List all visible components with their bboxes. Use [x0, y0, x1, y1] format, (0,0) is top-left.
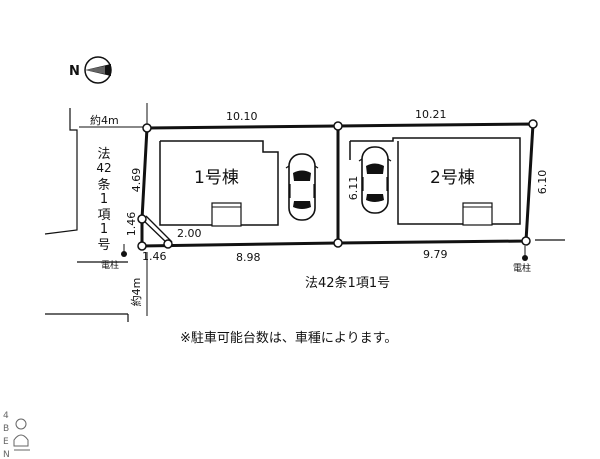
survey-point	[163, 239, 173, 249]
front-road-label: 法42条1項1号	[305, 275, 390, 291]
building-1	[159, 140, 279, 227]
side-road-char: 項	[97, 208, 110, 223]
logo-char: 4	[3, 411, 9, 421]
survey-points	[137, 119, 538, 251]
dim-bottom-right: 9.79	[423, 248, 448, 261]
survey-point	[333, 121, 343, 131]
dim-right-side: 6.10	[536, 170, 549, 195]
side-road-char: 号	[97, 238, 110, 253]
dim-bottom-left: 8.98	[236, 251, 261, 264]
side-road-label: 法 42 条 1 項 1 号	[96, 147, 111, 253]
compass-needle-icon	[85, 64, 111, 76]
upper-road-width: 約4m	[90, 113, 119, 127]
car-icon	[285, 153, 319, 221]
dim-top-right: 10.21	[415, 108, 447, 121]
building-2-entrance	[462, 202, 493, 226]
car-icon	[358, 146, 392, 214]
survey-point	[137, 241, 147, 251]
building-2-outline	[350, 137, 521, 225]
survey-point	[137, 214, 147, 224]
building-2-label: 2号棟	[430, 168, 475, 188]
side-road-char: 法	[97, 147, 110, 162]
dim-corner-diagonal: 2.00	[177, 227, 202, 240]
corner-cut	[141, 215, 173, 245]
dim-left-side: 4.69	[130, 168, 143, 193]
compass: N	[69, 56, 112, 84]
logo-char: N	[3, 450, 10, 459]
building-2	[349, 137, 521, 226]
dim-corner-bottom: 1.46	[142, 250, 167, 263]
logo-char: E	[3, 437, 9, 447]
dim-top-left: 10.10	[226, 110, 258, 123]
logo-mark-icon	[13, 434, 29, 447]
survey-point	[333, 238, 343, 248]
survey-point	[521, 236, 531, 246]
survey-point	[142, 123, 152, 133]
side-road-char: 42	[96, 161, 111, 175]
building-1-outline	[159, 140, 279, 226]
lower-road-width: 約4m	[129, 278, 143, 307]
side-road-edge	[44, 108, 78, 235]
side-road-char: 条	[97, 177, 110, 193]
side-road-char: 1	[100, 222, 108, 237]
pole-label-left: 電柱	[101, 259, 119, 271]
side-road-char: 1	[100, 192, 108, 207]
parking-note: ※駐車可能台数は、車種によります。	[180, 330, 397, 346]
corner-cut-diagonal-b	[145, 215, 173, 243]
building-1-entrance	[211, 202, 242, 227]
dim-middle: 6.11	[347, 176, 360, 201]
dim-left-lower: 1.46	[125, 212, 138, 237]
utility-pole-icon	[522, 246, 528, 261]
survey-point	[528, 119, 538, 129]
corner-cut-diagonal-a	[141, 218, 169, 245]
compass-north-label: N	[69, 64, 80, 79]
building-1-label: 1号棟	[194, 168, 239, 188]
side-road	[44, 108, 565, 322]
utility-pole-icon	[121, 244, 127, 257]
pole-label-right: 電柱	[513, 262, 531, 274]
logo: 4 B E N	[3, 411, 30, 459]
logo-char: B	[3, 424, 9, 434]
compass-highlight	[85, 66, 105, 74]
logo-mark-icon	[15, 418, 27, 430]
